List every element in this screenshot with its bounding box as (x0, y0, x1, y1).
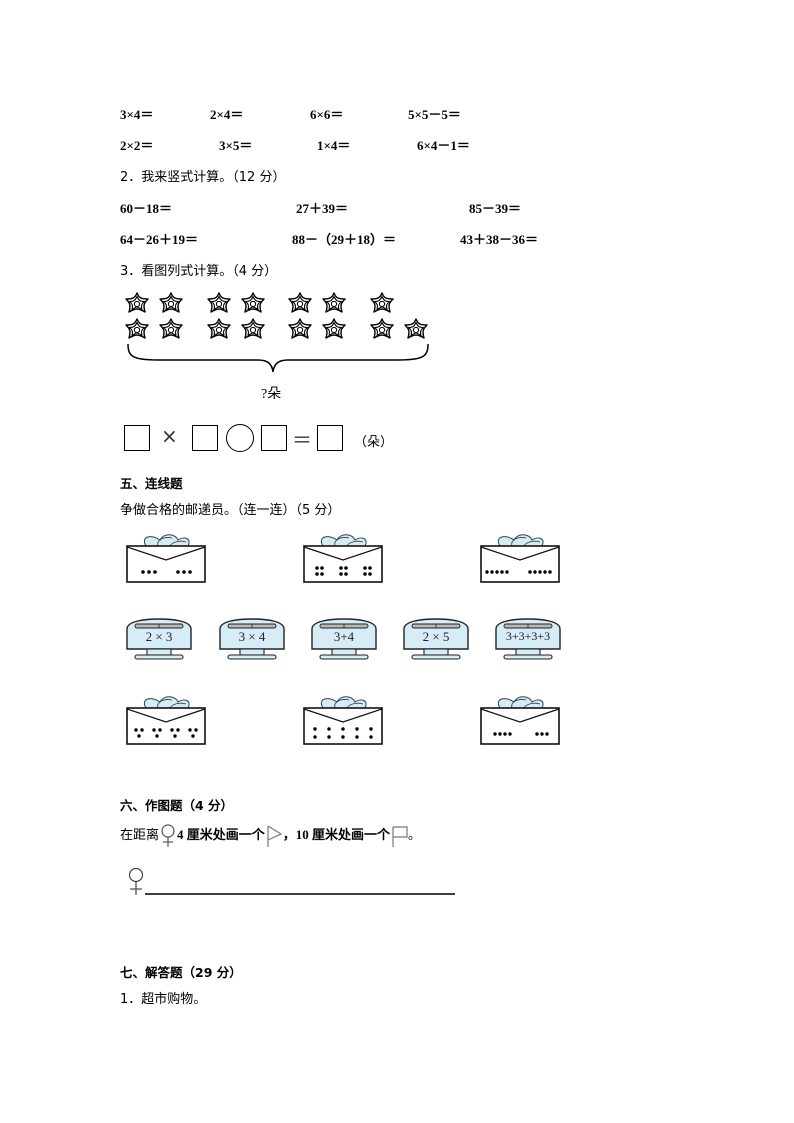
monitor-card: 2 × 5 (402, 617, 470, 661)
section-7-heading: 七、解答题（29 分） (120, 965, 242, 980)
vertical-calc-item: 64－26＋19＝ (120, 232, 199, 247)
mental-math-item: 5×5－5＝ (408, 107, 461, 122)
brace-label: ?朵 (261, 387, 282, 402)
section-6-heading: 六、作图题（4 分） (120, 798, 234, 813)
envelope-4-plus-3 (480, 695, 560, 745)
answer-box (124, 425, 150, 451)
monitor-card: 3 × 4 (218, 617, 286, 661)
rectangle-flag-icon (392, 825, 408, 847)
unit-label: （朵） (354, 435, 394, 450)
vertical-calc-item: 43＋38－36＝ (460, 232, 539, 247)
monitor-card: 2 × 3 (125, 617, 193, 661)
monitor-card: 3+3+3+3 (494, 617, 562, 661)
monitor-expression: 2 × 5 (422, 629, 450, 644)
mental-math-item: 2×2＝ (120, 138, 154, 153)
section-7-question-1: 1．超市购物。 (120, 992, 207, 1007)
instruction-text: 4 厘米处画一个 (177, 827, 265, 842)
envelope-3-plus-3 (126, 533, 206, 583)
mental-math-item: 6×6＝ (310, 107, 344, 122)
envelope-2-times-5 (303, 695, 383, 745)
drawing-baseline (128, 867, 455, 895)
mental-math-item: 6×4－1＝ (417, 138, 470, 153)
multiply-sign: × (161, 424, 178, 448)
envelope-3-times-4-groups (126, 695, 206, 745)
monitor-card: 3+4 (310, 617, 378, 661)
female-symbol-icon (161, 823, 175, 847)
monitor-expression: 3 × 4 (238, 629, 266, 644)
triangle-flag-icon (267, 824, 283, 847)
operator-circle (226, 424, 254, 452)
mental-math-item: 1×4＝ (317, 138, 351, 153)
question-2-title: 2．我来竖式计算。（12 分） (120, 170, 286, 185)
instruction-text: 在距离 (120, 828, 160, 843)
flower-groups-figure (125, 292, 429, 372)
answer-box (317, 425, 343, 451)
mental-math-item: 3×5＝ (219, 138, 253, 153)
vertical-calc-item: 27＋39＝ (296, 201, 349, 216)
monitor-expression: 3+3+3+3 (505, 629, 551, 643)
section-5-instruction: 争做合格的邮递员。（连一连）（5 分） (120, 503, 341, 518)
mental-math-item: 3×4＝ (120, 107, 154, 122)
envelope-2x2-three-groups (303, 533, 383, 583)
instruction-text: 。 (408, 828, 422, 843)
answer-box (192, 425, 218, 451)
section-6-instruction: 在距离 4 厘米处画一个 ，10 厘米处画一个 。 (120, 822, 421, 848)
vertical-calc-item: 88－（29＋18）＝ (292, 232, 397, 247)
question-3-title: 3．看图列式计算。（4 分） (120, 264, 278, 279)
vertical-calc-item: 85－39＝ (469, 201, 522, 216)
answer-box (261, 425, 287, 451)
vertical-calc-item: 60－18＝ (120, 201, 173, 216)
section-5-heading: 五、连线题 (120, 476, 183, 491)
mental-math-item: 2×4＝ (210, 107, 244, 122)
monitor-expression: 2 × 3 (145, 629, 173, 644)
equals-sign: ＝ (292, 428, 312, 452)
instruction-text: ，10 厘米处画一个 (282, 827, 391, 842)
monitor-expression: 3+4 (333, 629, 355, 644)
envelope-5-plus-5 (480, 533, 560, 583)
